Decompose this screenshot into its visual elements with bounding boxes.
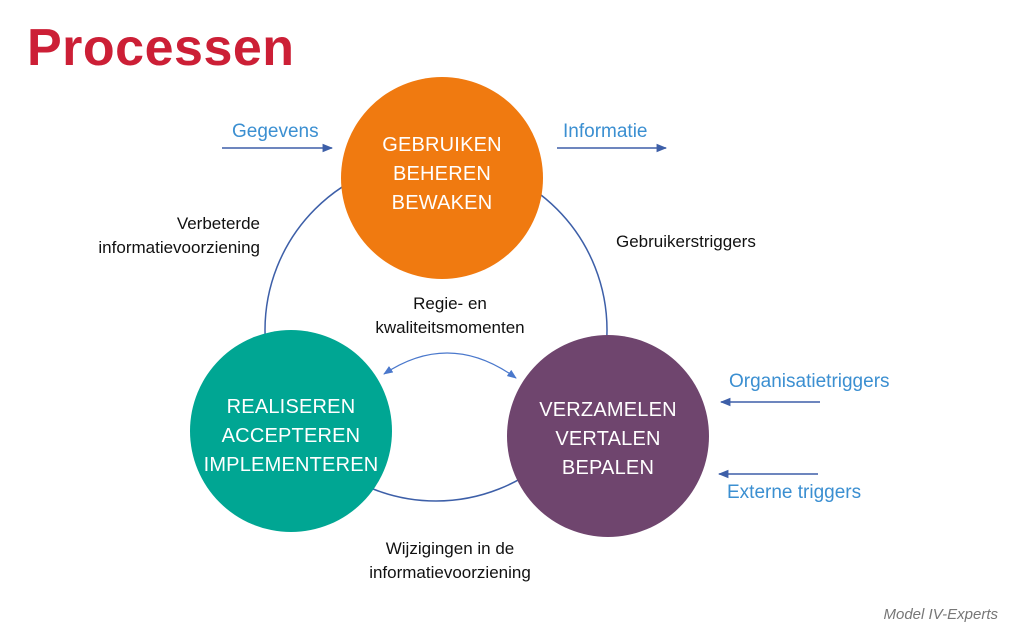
circle-realiseren — [190, 330, 392, 532]
externe-triggers-label: Externe triggers — [727, 482, 862, 503]
wijzigingen-label: Wijzigingen in de informatievoorziening — [369, 539, 531, 582]
page-title: Processen — [27, 19, 295, 77]
verbeterde-label: Verbeterde informatievoorziening — [98, 214, 260, 257]
regie-label: Regie- en kwaliteitsmomenten — [375, 294, 525, 337]
circle-gebruiken — [341, 77, 543, 279]
regie-double-arrow — [383, 352, 517, 379]
gegevens-label: Gegevens — [232, 121, 319, 142]
circle-top-text: GEBRUIKEN BEHEREN BEWAKEN — [382, 134, 502, 214]
footer-credit: Model IV-Experts — [883, 606, 999, 623]
circle-verzamelen — [507, 335, 709, 537]
informatie-label: Informatie — [563, 121, 648, 142]
gebruikerstriggers-label: Gebruikerstriggers — [616, 232, 756, 251]
circle-right-text: VERZAMELEN VERTALEN BEPALEN — [539, 399, 677, 479]
organisatietriggers-label: Organisatietriggers — [729, 371, 890, 392]
circle-left-text: REALISEREN ACCEPTEREN IMPLEMENTEREN — [203, 396, 379, 476]
